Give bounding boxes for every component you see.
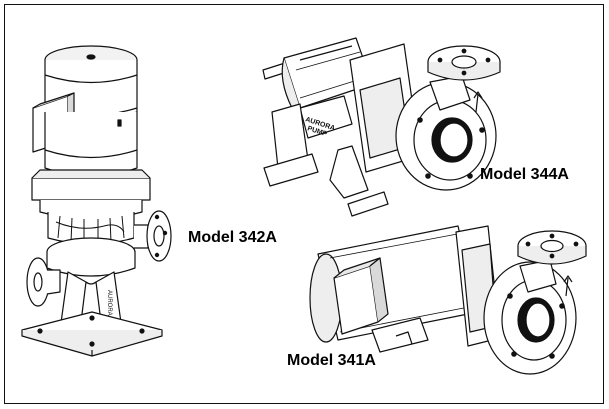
- pump-341a-illustration: [309, 225, 587, 375]
- pump-342a-illustration: AURORA: [21, 45, 172, 357]
- model-344a-label: Model 344A: [480, 166, 569, 183]
- pump-344a-illustration: AURORA PUMP: [262, 37, 501, 217]
- model-341a-label: Model 341A: [287, 352, 376, 369]
- model-342a-label: Model 342A: [188, 229, 277, 246]
- svg-text:AURORA: AURORA: [106, 290, 112, 316]
